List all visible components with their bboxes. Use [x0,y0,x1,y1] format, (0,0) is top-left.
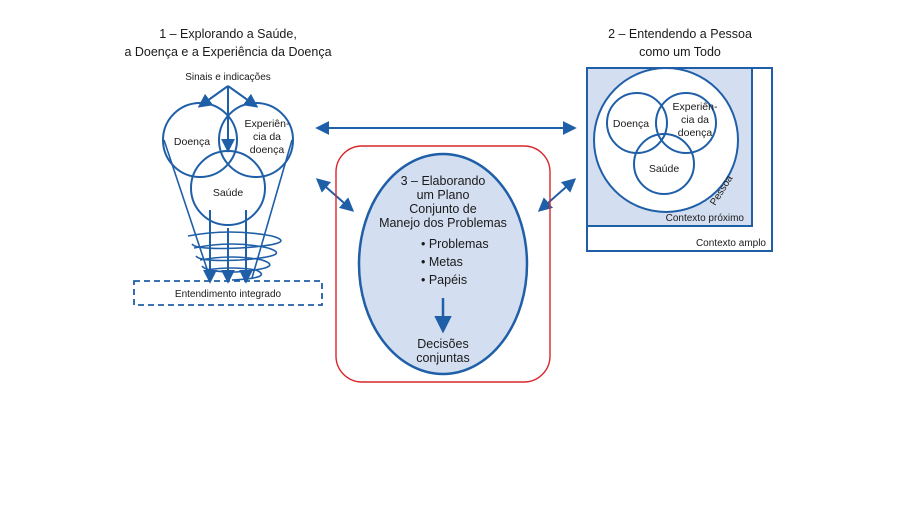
section-joint-plan: 3 – Elaborando um Plano Conjunto de Mane… [335,145,551,383]
funnel-down-arrows [203,210,253,284]
highlight-frame [335,145,551,383]
section3-title-line1: 3 – Elaborando [401,174,486,188]
circle-disease-1 [162,102,238,178]
circle2-health-label: Saúde [649,163,680,175]
section1-title-line1: 1 – Explorando a Saúde, [159,27,297,41]
decisions-line1: Decisões [417,337,468,351]
circle2-disease-label: Doença [613,118,649,130]
joint-plan-oval [357,152,529,376]
section-whole-person: 2 – Entendendo a Pessoa como um Todo Doe… [586,27,773,252]
circle1-disease-label: Doença [174,136,210,148]
circle-health-2 [633,133,695,195]
integrated-understanding-box [133,280,323,306]
circle1-health-label: Saúde [213,187,244,199]
integrated-understanding-label: Entendimento integrado [175,289,282,300]
section3-title-line3: Conjunto de [409,202,476,216]
circle-experience-2 [655,92,717,154]
near-context-label: Contexto próximo [666,213,745,224]
section3-title-line2: um Plano [417,188,470,202]
circle1-experience-line3: doença [250,144,285,156]
circle2-experience-line2: cia da [681,114,709,126]
person-circle [593,67,739,213]
signals-label: Sinais e indicações [185,72,271,83]
section-exploring-health: 1 – Explorando a Saúde, a Doença e a Exp… [124,27,332,306]
circle2-experience-line3: doença [678,127,713,139]
arrow-section1-section3 [315,178,355,212]
wide-context-label: Contexto amplo [696,238,766,249]
circle1-experience-line1: Experiên- [245,118,290,130]
circle2-experience-line1: Experiên- [673,101,718,113]
bullet-goals: • Metas [421,255,463,269]
circle1-experience-line2: cia da [253,131,281,143]
section2-title-line1: 2 – Entendendo a Pessoa [608,27,752,41]
circle-health-1 [190,150,266,226]
arrow-section2-section3 [537,178,577,212]
bullet-roles: • Papéis [421,273,467,287]
section2-title-line2: como um Todo [639,45,721,59]
decisions-line2: conjuntas [416,351,470,365]
bullet-problems: • Problemas [421,237,489,251]
section1-title-line2: a Doença e a Experiência da Doença [124,45,331,59]
section3-title-line4: Manejo dos Problemas [379,216,507,230]
connector-arrows [315,121,577,212]
circle-experience-1 [218,102,294,178]
